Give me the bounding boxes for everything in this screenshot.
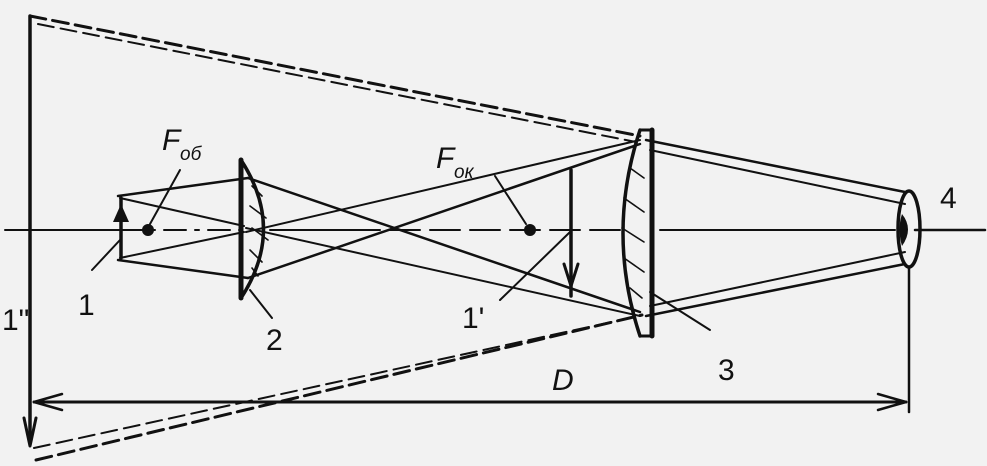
virtual-ray-extensions <box>28 14 644 462</box>
focal-point-eyepiece <box>524 224 536 236</box>
objective-lens <box>238 157 269 301</box>
focus-eyepiece-letter: F <box>436 142 456 175</box>
label-intermediate-image: 1' <box>462 302 484 335</box>
eyepiece-lens <box>621 127 655 339</box>
virtual-image-arrow <box>22 14 38 448</box>
label-objective-lens: 2 <box>266 324 283 357</box>
label-object: 1 <box>78 289 95 322</box>
leader-lines <box>91 169 711 331</box>
focus-eyepiece-subscript: ок <box>454 162 475 183</box>
focus-objective-letter: F <box>162 124 182 157</box>
label-distance: D <box>552 364 574 397</box>
label-final-image: 1" <box>2 304 29 337</box>
focus-objective-subscript: об <box>180 144 203 165</box>
distance-dimension <box>32 266 911 414</box>
object-arrow <box>113 196 129 260</box>
intermediate-image-arrow <box>562 168 580 298</box>
focal-point-objective <box>142 224 154 236</box>
ray-paths <box>116 138 907 318</box>
label-focus-eyepiece: F ок <box>436 142 475 183</box>
label-eye: 4 <box>940 182 957 215</box>
label-focus-objective: F об <box>162 124 203 165</box>
label-eyepiece-lens: 3 <box>718 354 735 387</box>
